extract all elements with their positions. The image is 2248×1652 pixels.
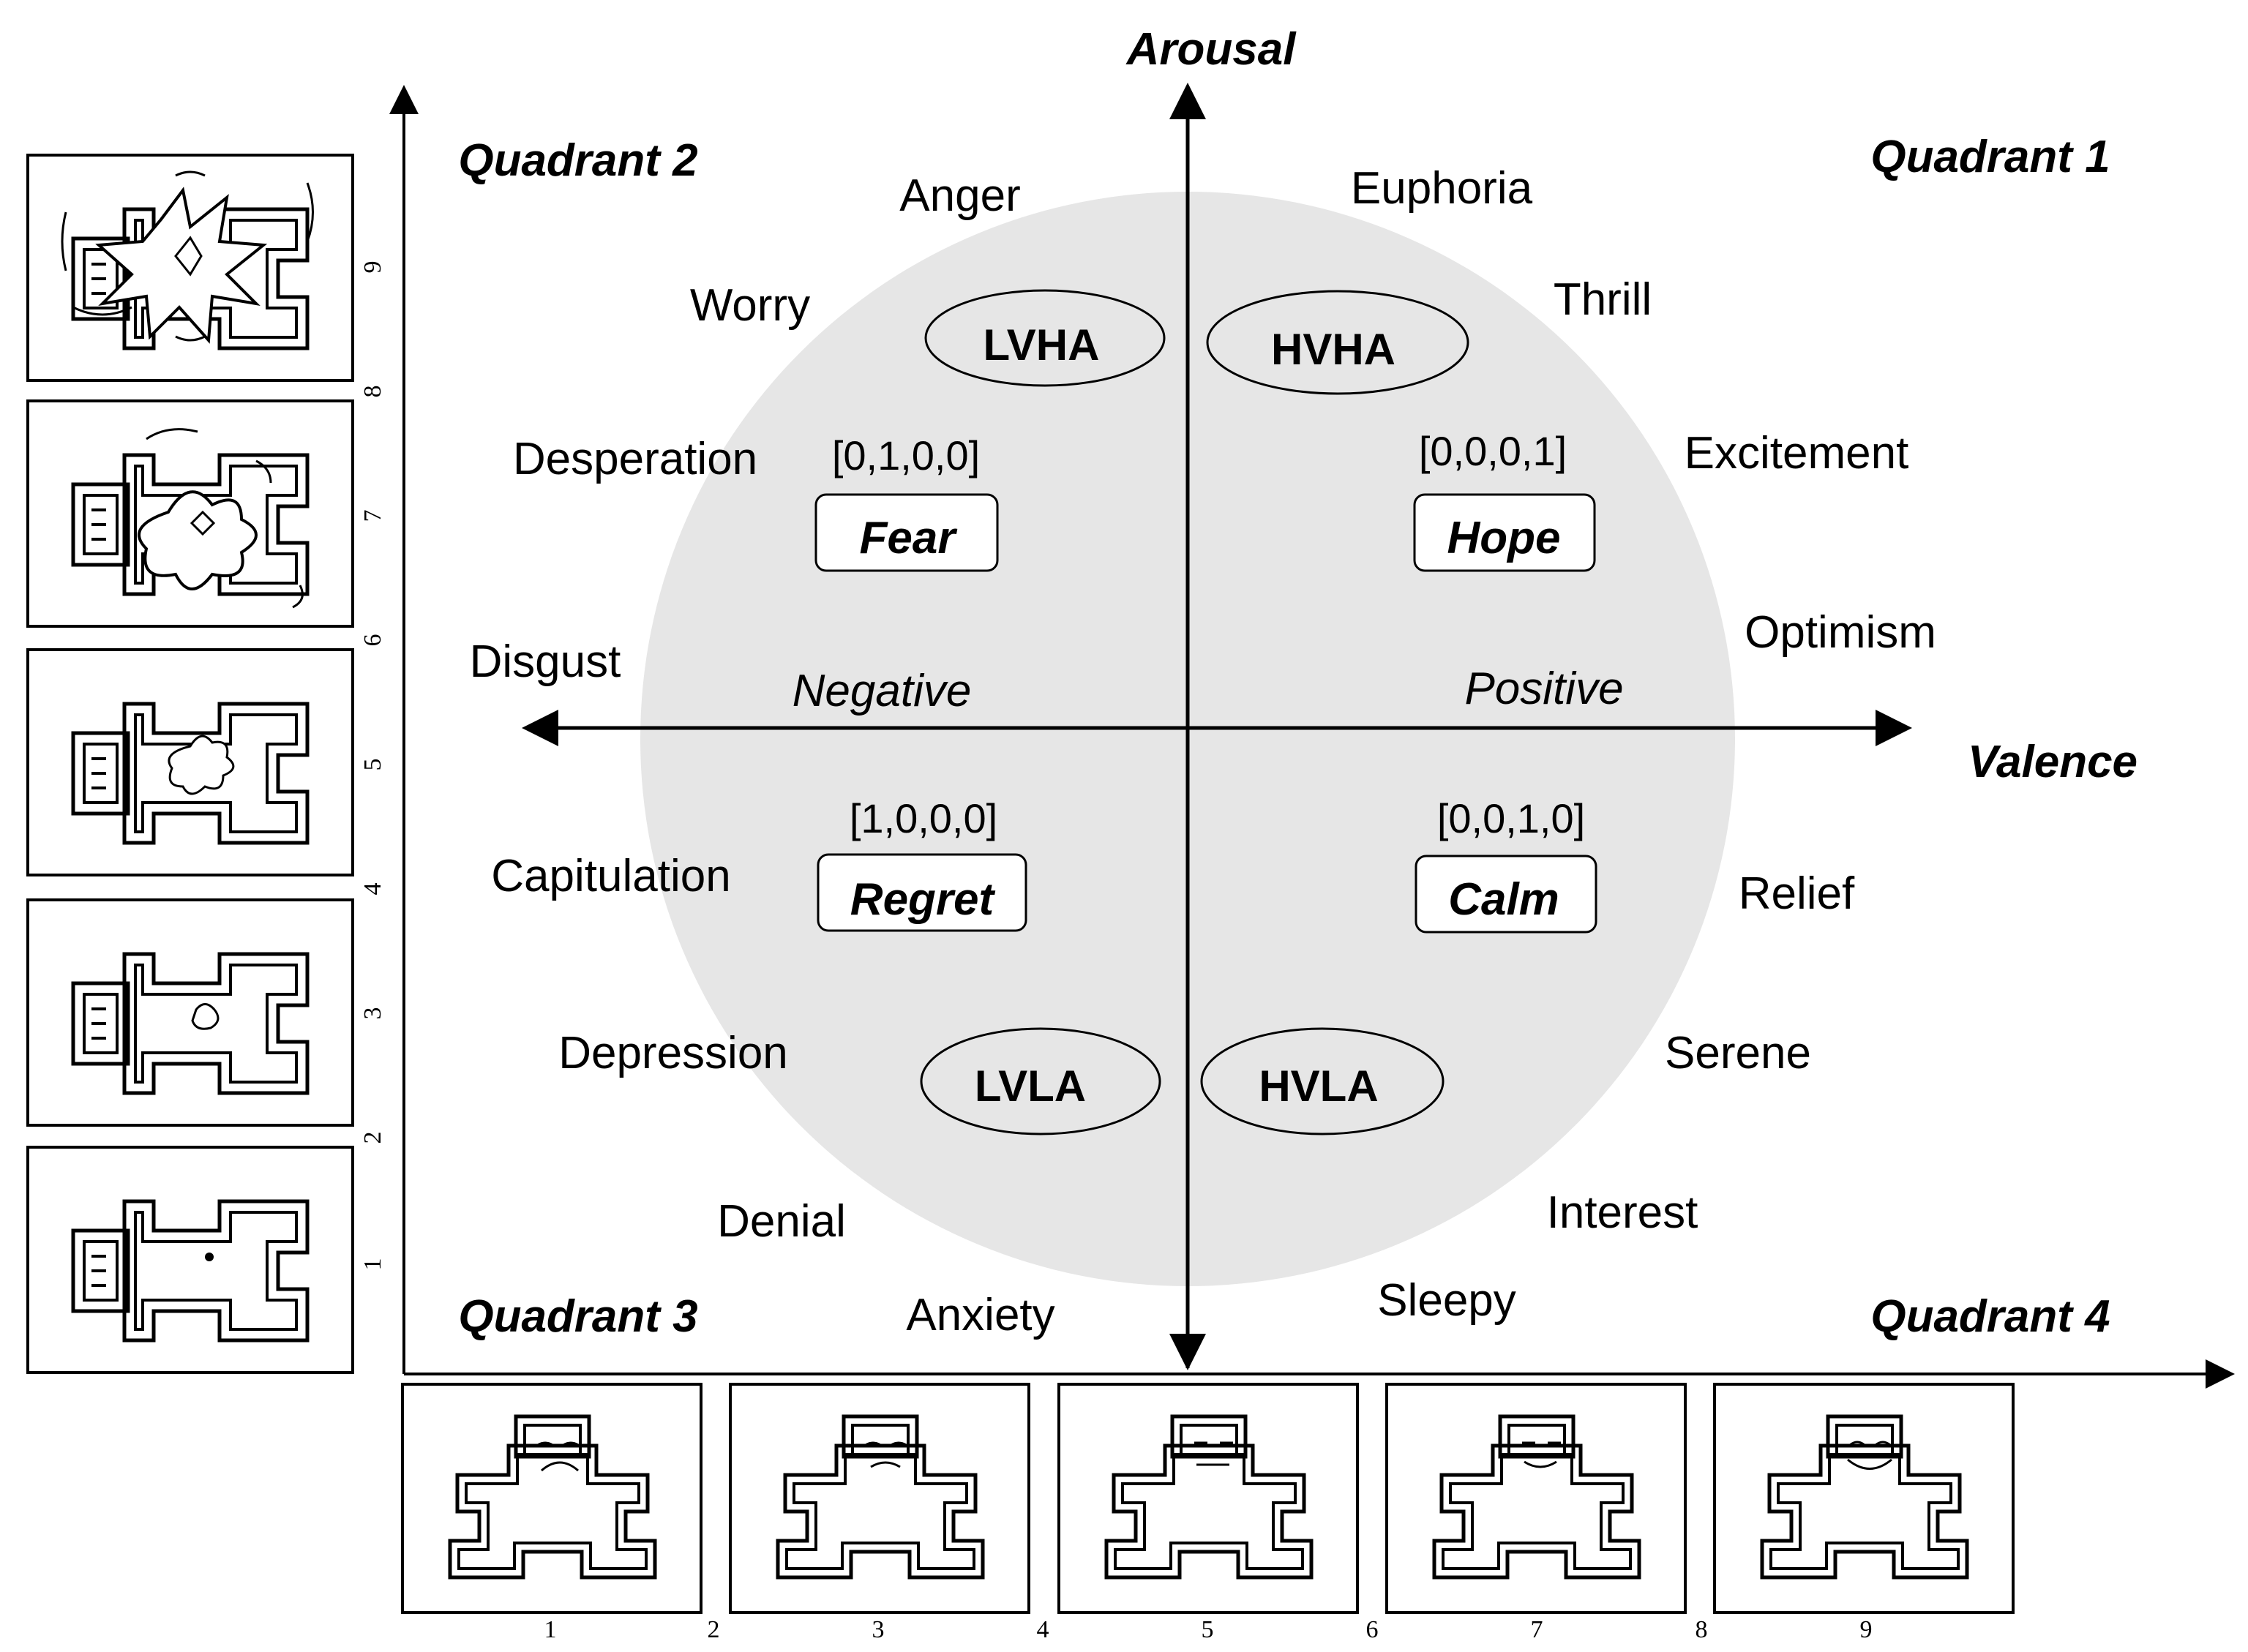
emotion-serene: Serene	[1665, 1028, 1811, 1078]
sam-arousal-num-6: 6	[359, 634, 386, 647]
class-calm-vector: [0,0,1,0]	[1437, 795, 1585, 841]
sam-arousal-num-2: 2	[359, 1132, 386, 1144]
sam-valence-num-4: 4	[1037, 1616, 1049, 1643]
sam-arousal-panel: 1 2 3 4 5 6 7 8 9	[26, 154, 386, 1374]
sam-arousal-frame-9	[26, 154, 354, 382]
sam-valence-num-6: 6	[1366, 1616, 1379, 1643]
sam-valence-num-8: 8	[1696, 1616, 1708, 1643]
emotion-excitement: Excitement	[1685, 428, 1909, 478]
emotion-relief: Relief	[1739, 868, 1855, 919]
sam-valence-num-2: 2	[708, 1616, 720, 1643]
region-lvha-label: LVHA	[984, 320, 1100, 369]
emotion-optimism: Optimism	[1745, 607, 1936, 658]
sam-valence-frame-5	[1057, 1383, 1359, 1614]
quadrant-3-label: Quadrant 3	[458, 1291, 697, 1342]
class-fear-label: Fear	[860, 513, 958, 563]
sam-arousal-num-8: 8	[359, 386, 386, 398]
sam-valence-num-9: 9	[1860, 1616, 1873, 1643]
emotion-worry: Worry	[690, 280, 810, 331]
region-lvha: LVHA	[924, 289, 1166, 387]
quadrant-2-label: Quadrant 2	[458, 135, 697, 186]
sam-arousal-frame-3	[26, 898, 354, 1127]
sam-arousal-num-9: 9	[359, 261, 386, 274]
sam-arousal-frame-7	[26, 399, 354, 628]
emotion-thrill: Thrill	[1554, 274, 1652, 325]
sam-arousal-frame-5	[26, 648, 354, 876]
valence-label: Valence	[1968, 737, 2138, 787]
region-hvha: HVHA	[1206, 290, 1469, 395]
sam-arousal-num-4: 4	[359, 883, 386, 896]
class-regret: [1,0,0,0] Regret	[817, 795, 1027, 932]
class-calm-label: Calm	[1448, 874, 1559, 925]
class-calm: [0,0,1,0] Calm	[1415, 795, 1597, 934]
emotion-sleepy: Sleepy	[1377, 1275, 1516, 1326]
sam-valence-frame-9	[1713, 1383, 2015, 1614]
sam-valence-frame-1	[401, 1383, 702, 1614]
emotion-interest: Interest	[1547, 1187, 1698, 1238]
sam-valence-num-5: 5	[1202, 1616, 1214, 1643]
region-hvla-label: HVLA	[1259, 1062, 1378, 1111]
region-lvla: LVLA	[920, 1027, 1161, 1135]
emotion-capitulation: Capitulation	[491, 851, 730, 901]
class-regret-label: Regret	[850, 874, 996, 925]
negative-label: Negative	[793, 666, 972, 716]
sam-valence-panel: 1 2 3 4 5 6 7 8 9	[401, 1383, 2015, 1643]
sam-valence-num-1: 1	[544, 1616, 557, 1643]
sam-arousal-num-5: 5	[359, 759, 386, 771]
class-fear-vector: [0,1,0,0]	[832, 432, 980, 478]
class-hope: [0,0,0,1] Hope	[1413, 428, 1596, 572]
class-hope-label: Hope	[1447, 513, 1561, 563]
region-lvla-label: LVLA	[975, 1062, 1086, 1111]
sam-valence-frame-7	[1385, 1383, 1687, 1614]
arousal-label: Arousal	[1125, 24, 1297, 75]
region-hvla: HVLA	[1200, 1027, 1445, 1135]
sam-arousal-num-3: 3	[359, 1007, 386, 1020]
class-fear: [0,1,0,0] Fear	[814, 432, 999, 572]
sam-valence-num-7: 7	[1531, 1616, 1543, 1643]
positive-label: Positive	[1464, 664, 1623, 714]
emotion-desperation: Desperation	[513, 434, 757, 484]
sam-arousal-frame-1	[26, 1146, 354, 1374]
emotion-anger: Anger	[899, 170, 1020, 221]
region-hvha-label: HVHA	[1271, 325, 1395, 374]
sam-valence-frame-3	[729, 1383, 1030, 1614]
sam-arousal-num-7: 7	[359, 510, 386, 522]
sam-valence-num-3: 3	[872, 1616, 885, 1643]
emotion-euphoria: Euphoria	[1351, 163, 1533, 214]
quadrant-1-label: Quadrant 1	[1870, 132, 2110, 182]
quadrant-4-label: Quadrant 4	[1870, 1291, 2110, 1342]
emotion-anxiety: Anxiety	[906, 1290, 1054, 1340]
class-regret-vector: [1,0,0,0]	[850, 795, 997, 841]
sam-arousal-num-1: 1	[359, 1258, 386, 1271]
emotion-disgust: Disgust	[470, 637, 621, 687]
emotion-denial: Denial	[717, 1196, 846, 1247]
emotion-depression: Depression	[558, 1028, 788, 1078]
class-hope-vector: [0,0,0,1]	[1419, 428, 1567, 474]
